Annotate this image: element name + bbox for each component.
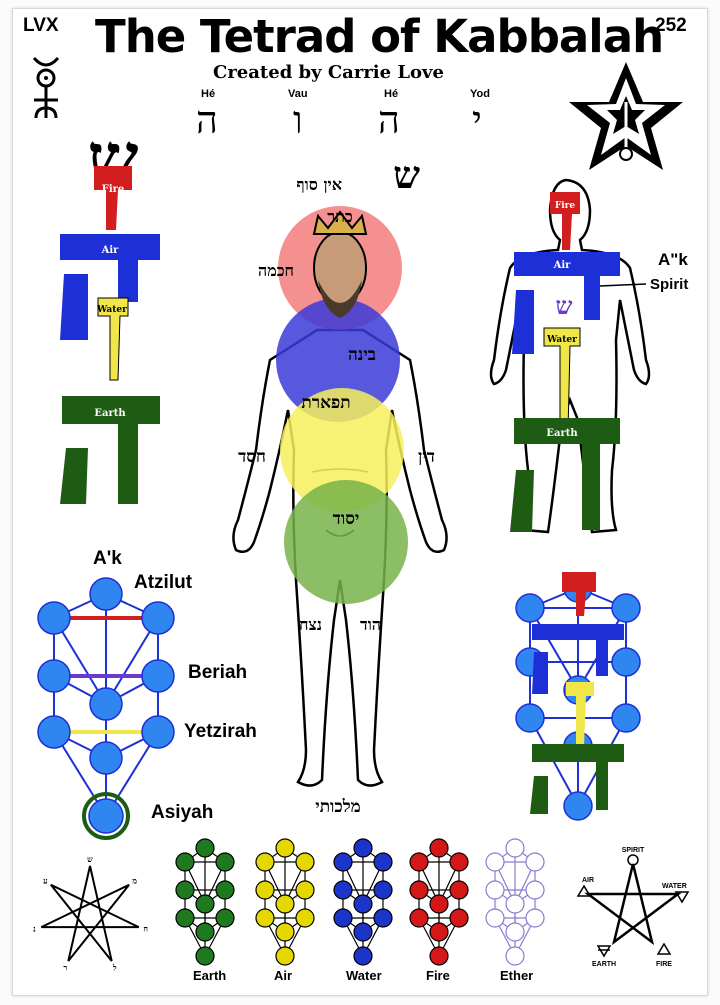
letter-label-he-1: Hé bbox=[201, 88, 216, 100]
tree-water bbox=[333, 838, 393, 966]
tree-air bbox=[255, 838, 315, 966]
tree-ether bbox=[485, 838, 545, 966]
heptagram-letter: ר bbox=[63, 962, 67, 972]
page-subtitle: Created by Carrie Love bbox=[213, 62, 444, 83]
pentagram-fire-label: FIRE bbox=[656, 961, 672, 968]
world-yetzirah: Yetzirah bbox=[184, 721, 257, 742]
ak-label-right: A"k bbox=[658, 250, 688, 269]
hod-label: הוד bbox=[360, 615, 381, 634]
keter-label: כתר bbox=[327, 207, 352, 226]
heptagram-letter: מ bbox=[132, 876, 137, 886]
right-body-figure: Fire Air ש Water Earth bbox=[489, 178, 651, 534]
heptagram-letter: נ bbox=[33, 924, 36, 934]
tree-label-fire: Fire bbox=[426, 968, 450, 983]
world-asiyah: Asiyah bbox=[151, 802, 214, 823]
hebrew-letter-he-1: ה bbox=[196, 98, 218, 142]
yesod-label: יסוד bbox=[333, 509, 360, 529]
spirit-label: Spirit bbox=[650, 276, 689, 293]
elemental-trees-row bbox=[175, 838, 545, 966]
monad-icon bbox=[32, 56, 60, 119]
beard-icon bbox=[318, 280, 362, 318]
right-tree-with-letters bbox=[515, 572, 641, 821]
pentagram-air-label: AIR bbox=[582, 877, 594, 884]
air-he-top bbox=[60, 234, 160, 302]
heptagram-letter: ל bbox=[112, 962, 117, 972]
tree-label-ether: Ether bbox=[500, 968, 534, 983]
air-he-leg bbox=[60, 274, 88, 340]
right-earth-he-leg bbox=[510, 470, 534, 532]
left-fire-label: Fire bbox=[102, 184, 125, 195]
fire-yod-shape bbox=[94, 166, 132, 230]
air-sphere bbox=[276, 298, 400, 422]
right-fire-label: Fire bbox=[555, 201, 576, 211]
heptagram-icon: ש מ ח ל ר נ ע bbox=[33, 854, 148, 972]
din-label: דין bbox=[418, 447, 435, 467]
tree-label-water: Water bbox=[346, 968, 382, 983]
tree-label-earth: Earth bbox=[193, 968, 227, 983]
right-tree-fire-yod bbox=[562, 572, 596, 616]
chesed-label: חסד bbox=[238, 447, 266, 467]
crown-icon bbox=[312, 210, 368, 235]
center-kabbalah-figure: ש אין סוף כתר חכמה בינה תפארת חסד דין יס… bbox=[232, 152, 448, 817]
right-earth-label: Earth bbox=[546, 428, 578, 439]
chokmah-label: חכמה bbox=[258, 261, 294, 280]
pentagram-spirit-label: SPIRIT bbox=[622, 847, 645, 854]
letter-label-he-2: Hé bbox=[384, 88, 399, 100]
page-number: 252 bbox=[655, 15, 687, 36]
lvx-label: LVX bbox=[23, 15, 59, 36]
right-air-label: Air bbox=[553, 260, 572, 271]
hebrew-letter-he-2: ה bbox=[378, 98, 400, 142]
right-earth-he-top bbox=[514, 418, 620, 530]
letter-label-vau: Vau bbox=[288, 88, 308, 100]
hebrew-letter-vau: ו bbox=[293, 98, 303, 142]
left-earth-label: Earth bbox=[94, 408, 126, 419]
left-elemental-letters: ש Fire Air Water Earth bbox=[60, 116, 160, 504]
earth-he-top bbox=[62, 396, 160, 504]
earth-sphere bbox=[284, 480, 408, 604]
right-tree-earth-he bbox=[532, 744, 624, 810]
center-shin-letter: ש bbox=[393, 152, 420, 197]
right-fire-yod bbox=[550, 192, 580, 250]
tree-fire bbox=[409, 838, 469, 966]
letter-label-yod: Yod bbox=[470, 88, 490, 100]
tiphareth-label: תפארת bbox=[301, 393, 350, 413]
ak-label-left: A'k bbox=[93, 548, 122, 569]
right-shin-letter: ש bbox=[556, 291, 573, 320]
water-sphere bbox=[280, 388, 404, 512]
right-tree-air-he bbox=[532, 624, 624, 676]
elemental-pentagram-icon: SPIRIT AIR WATER EARTH FIRE bbox=[576, 847, 690, 968]
world-beriah: Beriah bbox=[188, 662, 248, 683]
heptagram-letter: ח bbox=[143, 924, 148, 934]
water-vau-shape bbox=[97, 297, 129, 381]
ain-soph-label: אין סוף bbox=[296, 175, 342, 194]
pentagram-earth-label: EARTH bbox=[592, 961, 616, 968]
tree-earth bbox=[175, 838, 235, 966]
malkuth-label: מלכותי bbox=[315, 797, 361, 817]
right-air-he-top bbox=[514, 252, 620, 320]
pentagram-talisman-icon bbox=[569, 62, 683, 170]
binah-label: בינה bbox=[348, 345, 376, 365]
left-air-label: Air bbox=[101, 245, 120, 256]
right-air-he-leg bbox=[512, 290, 534, 354]
page-title: The Tetrad of Kabbalah bbox=[95, 10, 664, 63]
world-atzilut: Atzilut bbox=[134, 572, 193, 593]
netzach-label: נצח bbox=[299, 615, 322, 634]
right-tree-water-vau bbox=[566, 682, 594, 746]
hebrew-letter-yod: י bbox=[472, 98, 482, 142]
left-water-label: Water bbox=[96, 305, 127, 315]
heptagram-letter: ש bbox=[87, 854, 93, 864]
left-tree-of-life bbox=[37, 577, 175, 840]
right-water-label: Water bbox=[546, 335, 577, 345]
heptagram-letter: ע bbox=[43, 876, 48, 886]
tree-label-air: Air bbox=[274, 968, 293, 983]
pentagram-water-label: WATER bbox=[662, 883, 687, 890]
earth-he-leg bbox=[60, 448, 88, 504]
